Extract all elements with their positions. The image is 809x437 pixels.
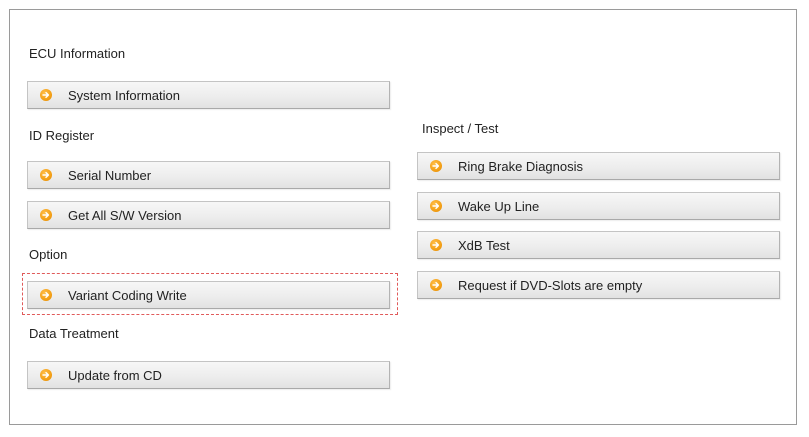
arrow-right-icon	[40, 289, 52, 301]
menu-panel: ECU Information System Information ID Re…	[9, 9, 797, 425]
arrow-right-icon	[430, 200, 442, 212]
ring-brake-diagnosis-button[interactable]: Ring Brake Diagnosis	[417, 152, 780, 180]
variant-coding-write-button[interactable]: Variant Coding Write	[27, 281, 390, 309]
arrow-right-icon	[40, 209, 52, 221]
update-from-cd-button[interactable]: Update from CD	[27, 361, 390, 389]
wake-up-line-button[interactable]: Wake Up Line	[417, 192, 780, 220]
button-label: Variant Coding Write	[68, 287, 187, 303]
get-all-sw-version-button[interactable]: Get All S/W Version	[27, 201, 390, 229]
serial-number-button[interactable]: Serial Number	[27, 161, 390, 189]
button-label: XdB Test	[458, 237, 510, 253]
button-label: Serial Number	[68, 167, 152, 183]
button-label: Update from CD	[68, 367, 162, 383]
arrow-right-icon	[40, 89, 52, 101]
button-label: Get All S/W Version	[68, 207, 182, 223]
section-title-inspect-test: Inspect / Test	[422, 121, 499, 136]
section-title-data-treatment: Data Treatment	[29, 326, 119, 341]
arrow-right-icon	[430, 239, 442, 251]
arrow-right-icon	[40, 169, 52, 181]
selection-highlight	[22, 273, 398, 315]
button-label: System Information	[68, 87, 180, 103]
request-dvd-slots-empty-button[interactable]: Request if DVD-Slots are empty	[417, 271, 780, 299]
arrow-right-icon	[40, 369, 52, 381]
section-title-option: Option	[29, 247, 68, 262]
section-title-id-register: ID Register	[29, 128, 95, 143]
arrow-right-icon	[430, 279, 442, 291]
section-title-ecu-information: ECU Information	[29, 46, 126, 61]
system-information-button[interactable]: System Information	[27, 81, 390, 109]
button-label: Request if DVD-Slots are empty	[458, 277, 643, 293]
xdb-test-button[interactable]: XdB Test	[417, 231, 780, 259]
button-label: Wake Up Line	[458, 198, 540, 214]
arrow-right-icon	[430, 160, 442, 172]
button-label: Ring Brake Diagnosis	[458, 158, 584, 174]
